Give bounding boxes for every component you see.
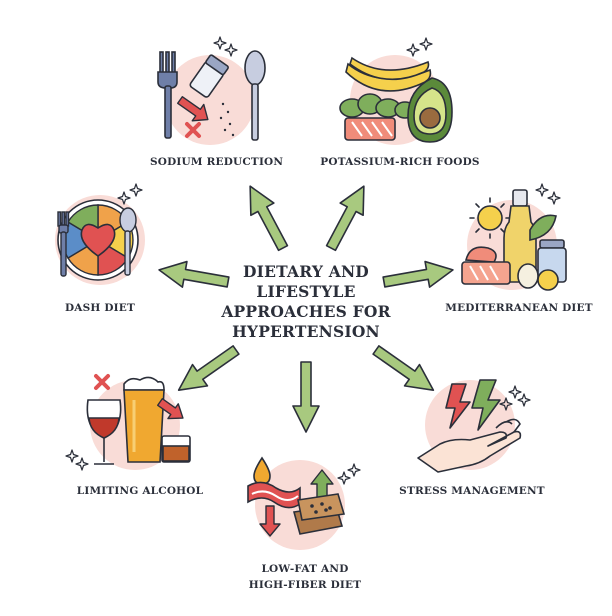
cheese-icon — [517, 263, 559, 291]
salt-shaker-icon — [189, 54, 229, 98]
fork-icon — [157, 51, 178, 139]
arrow-to-sodium — [237, 179, 296, 255]
down-arrow-icon — [259, 505, 281, 537]
x-mark-icon — [94, 374, 110, 390]
banana-icon — [345, 56, 432, 92]
lightning-green-icon — [471, 379, 501, 431]
label-dash-diet: DASH DIET — [64, 302, 136, 314]
bread-icon — [292, 493, 346, 535]
hand-icon — [417, 418, 522, 473]
salmon-icon — [344, 117, 396, 141]
lightning-red-icon — [445, 383, 471, 429]
arrow-to-lowfat — [292, 361, 320, 433]
arrow-to-stress — [367, 338, 442, 402]
spoon-icon — [244, 50, 266, 141]
whisky-glass-icon — [161, 435, 191, 463]
label-high-fiber-line2: HIGH-FIBER DIET — [248, 579, 362, 591]
wine-glass-icon — [86, 399, 122, 465]
spoon-icon — [119, 207, 137, 276]
red-arrow-icon — [177, 96, 209, 122]
shrimp-icon — [461, 246, 511, 285]
heart-icon — [80, 223, 116, 257]
arrow-to-alcohol — [170, 338, 245, 402]
lowfat-illustration — [247, 456, 361, 550]
fork-icon — [57, 211, 70, 277]
stress-illustration — [417, 379, 531, 473]
alcohol-illustration — [65, 374, 191, 471]
drop-icon — [253, 456, 271, 485]
beer-glass-icon — [123, 376, 165, 463]
label-sodium-reduction: SODIUM REDUCTION — [150, 156, 284, 168]
mediterranean-illustration — [461, 183, 567, 291]
label-mediterranean-diet: MEDITERRANEAN DIET — [445, 302, 593, 314]
label-limiting-alcohol: LIMITING ALCOHOL — [76, 485, 204, 497]
center-title: DIETARY AND LIFESTYLE APPROACHES FOR HYP… — [221, 262, 391, 341]
sodium-illustration — [157, 36, 266, 145]
red-arrow-icon — [157, 398, 184, 420]
label-stress-management: STRESS MANAGEMENT — [399, 485, 545, 497]
label-potassium-rich-foods: POTASSIUM-RICH FOODS — [320, 156, 480, 168]
oil-bottle-icon — [503, 189, 537, 283]
leaf-icon — [529, 214, 557, 241]
x-mark-icon — [185, 122, 201, 138]
sun-icon — [469, 197, 511, 239]
label-low-fat-line1: LOW-FAT AND — [261, 563, 349, 575]
potassium-illustration — [339, 37, 453, 145]
arrow-to-potassium — [318, 179, 377, 255]
dash-illustration — [55, 183, 145, 285]
avocado-icon — [407, 77, 453, 143]
